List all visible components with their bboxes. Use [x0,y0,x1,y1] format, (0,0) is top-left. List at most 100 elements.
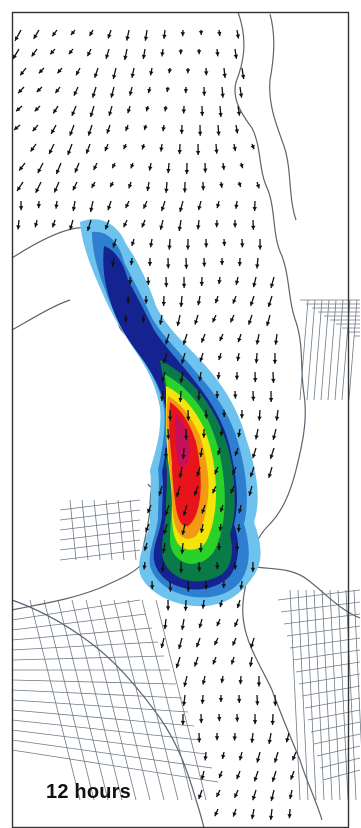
arrow-icon [217,713,222,722]
arrow-icon [177,219,183,232]
upper-west-edge [11,299,71,331]
arrow-icon [290,770,295,780]
road-segment [57,599,109,801]
arrow-icon [217,276,222,285]
arrow-icon [194,314,199,325]
arrow-icon [35,181,42,194]
arrow-icon [164,276,169,288]
arrow-icon [162,29,167,39]
road-segment [59,499,141,511]
arrow-icon [232,808,237,817]
arrow-icon [89,105,95,118]
arrow-icon [285,732,290,743]
arrow-icon [182,333,188,345]
lower-east-bank [249,565,361,619]
arrow-icon [164,181,169,193]
arrow-icon [235,542,240,551]
road-segment [319,757,361,769]
arrow-icon [130,67,135,79]
road-segment [59,549,141,561]
arrow-icon [219,504,224,513]
arrow-icon [214,466,219,475]
arrow-icon [199,352,204,363]
arrow-icon [180,618,186,631]
arrow-icon [271,770,277,782]
arrow-icon [163,523,168,535]
arrow-icon [165,86,170,93]
arrow-icon [237,428,242,438]
arrow-icon [239,162,244,169]
arrow-icon [221,580,227,589]
arrow-icon [267,466,273,479]
arrow-icon [252,371,258,383]
arrow-icon [178,390,183,403]
arrow-icon [250,143,255,150]
arrow-icon [252,713,258,725]
arrow-icon [181,523,186,535]
arrow-icon [13,124,21,131]
arrow-icon [214,732,220,741]
road-segment [306,299,316,401]
road-segment [313,299,323,401]
arrow-icon [204,67,209,76]
arrow-icon [250,637,255,649]
arrow-icon [240,238,245,248]
road-segment [345,589,357,801]
arrow-icon [215,789,221,798]
arrow-icon [268,808,274,821]
arrow-icon [234,371,240,380]
arrow-icon [273,333,279,345]
arrow-icon [184,162,190,174]
arrow-icon [249,295,255,307]
arrow-icon [222,67,227,78]
road-segment [305,589,317,801]
arrow-icon [248,656,254,667]
arrow-icon [257,238,263,250]
arrow-icon [273,694,278,706]
arrow-icon [230,485,235,494]
arrow-icon [130,238,136,247]
arrow-icon [214,219,220,228]
arrow-icon [268,390,274,402]
arrow-icon [38,67,45,74]
arrow-icon [146,276,151,285]
arrow-icon [234,447,239,457]
arrow-icon [218,770,223,779]
arrow-icon [196,466,201,477]
arrow-icon [216,200,221,209]
arrow-icon [55,162,62,175]
arrow-icon [211,485,217,494]
arrow-icon [19,67,27,76]
arrow-icon [236,770,241,780]
arrow-icon [203,238,209,248]
arrow-icon [125,200,130,209]
road-segment [11,613,147,631]
arrow-icon [237,257,242,267]
road-segment [329,589,341,801]
arrow-icon [250,561,256,572]
arrow-icon [183,428,189,440]
arrow-icon [234,713,240,722]
arrow-icon [159,390,165,401]
arrow-icon [199,523,205,533]
arrow-icon [160,200,166,212]
arrow-icon [12,48,20,60]
road-segment [11,699,189,713]
arrow-icon [74,162,80,173]
arrow-icon [179,295,184,308]
arrow-icon [193,656,199,667]
arrow-icon [145,181,151,192]
arrow-icon [234,618,239,628]
arrow-icon [193,485,199,496]
arrow-icon [123,143,128,150]
arrow-icon [234,276,240,285]
arrow-icon [218,105,223,118]
arrow-icon [239,409,245,419]
arrow-icon [69,124,75,136]
arrow-icon [161,124,166,132]
arrow-icon [238,675,243,685]
road-segment [59,539,141,551]
arrow-icon [130,162,135,169]
arrow-icon [181,447,186,459]
arrow-icon [16,219,21,230]
